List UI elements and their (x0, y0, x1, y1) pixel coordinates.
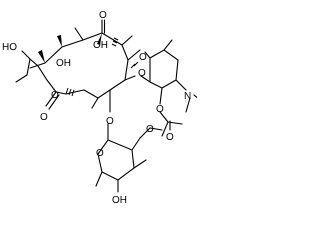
methoxy-oxygen-label: O (146, 124, 154, 135)
dimethylamino-bonds (175, 79, 197, 113)
sugar-ring-oxygen-label: O (138, 68, 146, 79)
cladinose-ring-oxygen-label: O (96, 148, 104, 159)
wedge-bond (38, 50, 45, 63)
glycosidic-oxygen-upper-label: O (139, 52, 147, 63)
acetate-oxygen-label: O (156, 104, 164, 115)
acetate-bonds (159, 87, 183, 137)
atom-labels: O HO OH OH O O O O N O O O O O OH (2, 10, 191, 206)
cladinose-ring-bonds (95, 89, 147, 193)
chemical-structure: O HO OH OH O O O O N O O O O O OH (2, 10, 197, 206)
ring-methyl-bonds (29, 27, 141, 109)
macrolide-ring-bonds (21, 32, 129, 99)
hydroxyl-label-left: HO (2, 42, 17, 53)
hash-bond (65, 37, 139, 97)
tertiary-hydroxyl-label: OH (93, 40, 108, 51)
stereo-hashes (65, 37, 139, 97)
stereo-wedges (38, 33, 102, 63)
acetate-carbonyl-oxygen-label: O (166, 132, 174, 143)
ketone-bonds (101, 19, 106, 34)
lactone-carbonyl-oxygen-label: O (40, 112, 48, 123)
glycosidic-oxygen-lower-label: O (106, 116, 114, 127)
desosamine-ring-bonds (124, 39, 179, 89)
ring-ester-oxygen-label: O (51, 90, 59, 101)
ketone-oxygen-label: O (99, 10, 107, 21)
bond-lines (15, 19, 197, 193)
hydroxyl-label-right: OH (56, 58, 71, 69)
cladinose-hydroxyl-label: OH (112, 195, 127, 206)
lactone-carbonyl-bonds (45, 91, 60, 110)
methoxy-bonds (139, 127, 163, 139)
ethyl-chain-bonds (15, 58, 31, 83)
amine-nitrogen-label: N (184, 91, 191, 102)
wedge-bond (57, 35, 62, 47)
wedge-bond (97, 33, 102, 45)
